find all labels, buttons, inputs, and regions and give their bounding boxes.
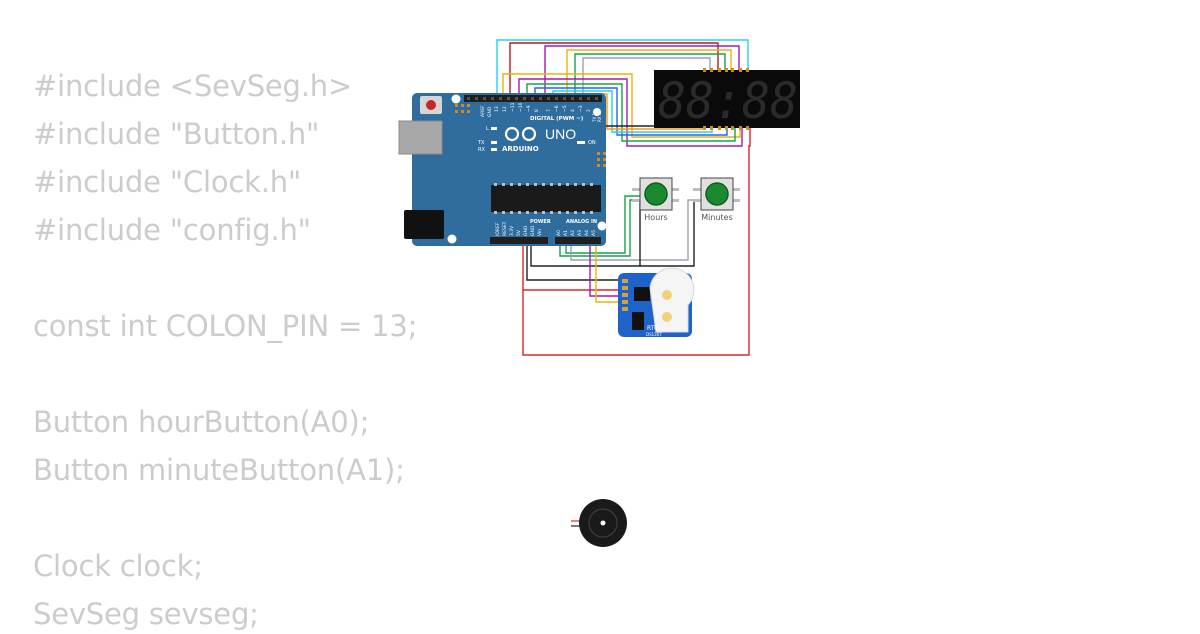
wire xyxy=(509,42,719,98)
pin-label: 3.3V xyxy=(509,225,515,236)
gnd-label: GND xyxy=(487,106,493,117)
display-digits: 88:88 xyxy=(658,72,798,130)
rtc-chip-label: DS1307 xyxy=(646,332,662,337)
pin-label: ~3 xyxy=(578,105,584,112)
pin-label: RESET xyxy=(502,221,508,236)
aref-label: AREF xyxy=(480,105,486,117)
pin-label: 7 xyxy=(546,109,552,112)
pin-label: ~9 xyxy=(526,105,532,112)
power-jack xyxy=(404,210,444,239)
pin-label: A2 xyxy=(570,230,576,236)
wire xyxy=(565,195,641,254)
wire xyxy=(552,90,713,133)
rtc-chip xyxy=(634,287,650,301)
power-header xyxy=(490,237,548,244)
seven-segment-display[interactable]: 88:88 xyxy=(654,68,800,130)
wire xyxy=(582,57,711,98)
pin-label: A4 xyxy=(584,230,590,236)
pin-label: 13 xyxy=(494,106,500,112)
pin-label: 5V xyxy=(516,229,522,236)
pin-label: ~5 xyxy=(562,105,568,112)
atmega-chip xyxy=(491,185,601,212)
hours-button[interactable]: Hours xyxy=(632,177,679,222)
pin-label: TX 1 xyxy=(592,113,597,123)
wire xyxy=(574,53,726,98)
rtc-label: RTC xyxy=(647,325,658,332)
wire xyxy=(589,240,622,297)
pin-label: ~11 xyxy=(510,102,516,112)
pin-label: 8 xyxy=(534,109,540,112)
code-line: #include "config.h" xyxy=(33,213,311,247)
pin-label: GND xyxy=(530,225,536,236)
wire xyxy=(595,240,622,303)
wire xyxy=(518,78,743,147)
pin-label: ~10 xyxy=(518,102,524,112)
crystal xyxy=(632,312,644,330)
pin-label: A0 xyxy=(556,230,562,236)
battery-holder xyxy=(649,267,695,333)
arduino-logo xyxy=(504,126,537,142)
pin-label: A5 xyxy=(591,230,597,236)
pin-label: 12 xyxy=(502,106,508,112)
analog-header-label: ANALOG IN xyxy=(566,219,597,225)
code-line: #include "Clock.h" xyxy=(33,165,302,199)
code-line: const int COLON_PIN = 13; xyxy=(33,309,418,343)
pin-label: RX 0 xyxy=(597,112,602,122)
wire xyxy=(526,83,736,142)
pin-label: A1 xyxy=(563,230,569,236)
analog-header xyxy=(555,237,601,244)
wire xyxy=(544,45,740,98)
pin-label: ~6 xyxy=(554,105,560,112)
wire xyxy=(534,87,728,136)
code-line: SevSeg sevseg; xyxy=(33,597,259,631)
arduino-uno-board[interactable]: AREF GND 13 12 ~11 ~10 ~9 8 7 ~6 ~5 4 ~3… xyxy=(398,93,607,246)
model-label: UNO xyxy=(545,126,576,142)
mounting-hole xyxy=(447,234,457,244)
wire xyxy=(570,199,702,261)
pin-label: A3 xyxy=(577,230,583,236)
power-header-label: POWER xyxy=(530,219,551,225)
code-line: #include "Button.h" xyxy=(33,117,320,151)
icsp-header xyxy=(455,104,606,167)
pin-label: IOREF xyxy=(495,222,501,236)
pin-label: GND xyxy=(523,225,529,236)
pin-label: 2 xyxy=(586,109,592,112)
mounting-hole xyxy=(593,108,601,116)
digital-header-label: DIGITAL (PWM ~) xyxy=(530,116,584,122)
wires-display xyxy=(496,39,751,356)
code-line: Clock clock; xyxy=(33,549,203,583)
buzzer[interactable] xyxy=(571,499,627,547)
pin-label: 4 xyxy=(570,109,576,112)
wire xyxy=(496,39,749,98)
on-led-label: ON xyxy=(588,140,596,146)
code-line: Button hourButton(A0); xyxy=(33,405,370,439)
brand-label: ARDUINO xyxy=(502,145,539,153)
wire xyxy=(502,73,741,138)
hours-button-label: Hours xyxy=(644,213,667,222)
code-line: Button minuteButton(A1); xyxy=(33,453,405,487)
mounting-hole xyxy=(451,94,461,104)
rtc-module[interactable]: RTC DS1307 xyxy=(618,267,695,337)
usb-port xyxy=(398,120,443,155)
minutes-button[interactable]: Minutes xyxy=(693,177,740,222)
minutes-button-label: Minutes xyxy=(701,213,733,222)
wire xyxy=(522,126,751,356)
rx-led-label: RX xyxy=(478,147,485,153)
mounting-hole xyxy=(597,221,607,231)
pin-label: Vin xyxy=(537,229,543,236)
l-led-label: L xyxy=(486,126,489,132)
code-line: #include <SevSeg.h> xyxy=(33,69,353,103)
reset-button-cap xyxy=(426,100,436,110)
tx-led-label: TX xyxy=(477,140,485,146)
